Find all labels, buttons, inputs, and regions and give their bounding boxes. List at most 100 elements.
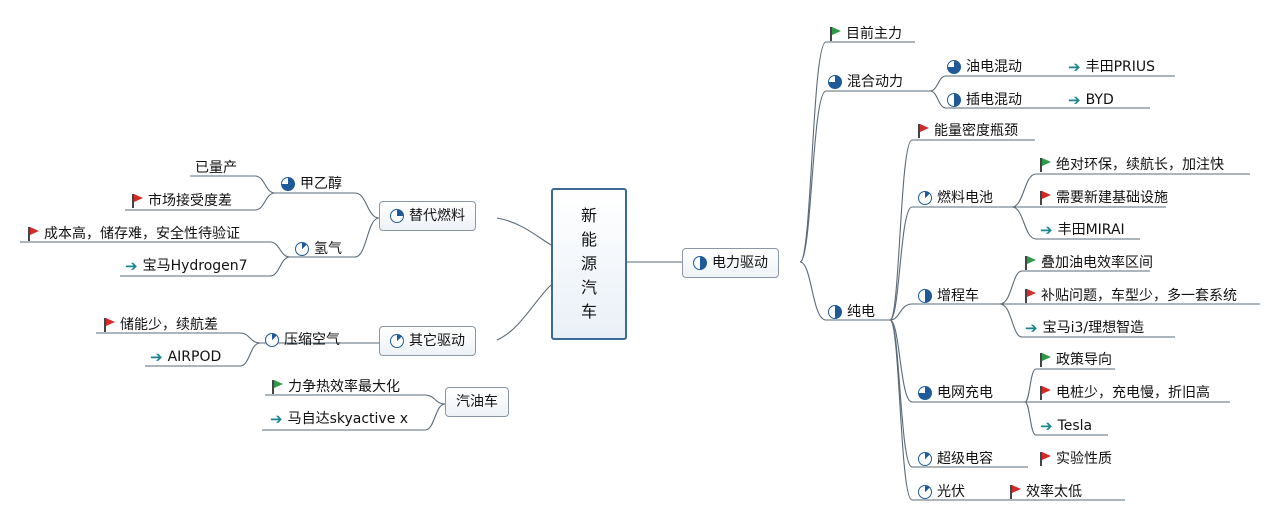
node-market-acceptance[interactable]: 市场接受度差 (132, 192, 232, 210)
root-node-new-energy-vehicle[interactable]: 新 能 源 汽 车 (551, 188, 627, 340)
node-label: 丰田MIRAI (1057, 222, 1125, 238)
node-energy-density[interactable]: 能量密度瓶颈 (918, 122, 1018, 140)
progress-pie-icon (693, 256, 707, 270)
node-methanol[interactable]: 甲乙醇 (281, 175, 342, 193)
connector-line (1024, 368, 1115, 403)
node-low-efficiency[interactable]: 效率太低 (1010, 483, 1082, 501)
root-char: 能 (580, 230, 597, 249)
node-label: 纯电 (847, 304, 875, 320)
node-hydrogen[interactable]: 氢气 (295, 240, 342, 258)
connector-line (145, 342, 261, 367)
connector-line (889, 319, 1025, 403)
connector-line (889, 319, 1125, 501)
node-label: 补贴问题，车型少，多一套系统 (1041, 288, 1237, 304)
node-current-main[interactable]: 目前主力 (830, 25, 902, 43)
node-label: Tesla (1057, 418, 1093, 434)
red-flag-icon (1025, 289, 1036, 303)
node-label: 超级电容 (937, 451, 993, 467)
node-label: 力争热效率最大化 (288, 379, 400, 395)
node-label: 光伏 (937, 484, 965, 500)
red-flag-icon (1040, 452, 1051, 466)
connector-line (275, 192, 380, 219)
red-flag-icon (104, 318, 115, 332)
node-label: 需要新建基础设施 (1056, 190, 1168, 206)
connector-line (799, 41, 915, 263)
node-label: 电桩少，充电慢，折旧高 (1056, 385, 1210, 401)
connector-line (929, 75, 1056, 92)
node-plugin-hybrid[interactable]: 插电混动 (947, 91, 1022, 109)
node-label: 汽油车 (456, 394, 498, 410)
progress-pie-icon (918, 289, 932, 303)
progress-pie-icon (947, 60, 961, 74)
red-flag-icon (1010, 485, 1021, 499)
arrow-right-icon: ➔ (1068, 58, 1081, 76)
node-hydrogen-cons[interactable]: 成本高，储存难，安全性待验证 (28, 225, 240, 243)
connector-line (120, 256, 291, 277)
node-supercapacitor[interactable]: 超级电容 (918, 450, 993, 468)
node-label: 马自达skyactive x (287, 411, 409, 427)
node-compressed-air[interactable]: 压缩空气 (265, 331, 340, 349)
node-range-extender[interactable]: 增程车 (918, 287, 979, 305)
node-label: 成本高，储存难，安全性待验证 (44, 226, 240, 242)
connector-line (999, 303, 1175, 338)
node-label: 政策导向 (1056, 352, 1112, 368)
node-other-drive[interactable]: 其它驱动 (379, 326, 476, 356)
node-byd[interactable]: ➔ BYD (1068, 91, 1114, 109)
node-label: 甲乙醇 (300, 176, 342, 192)
node-label: 氢气 (314, 241, 342, 257)
node-policy[interactable]: 政策导向 (1040, 351, 1112, 369)
node-oil-hybrid[interactable]: 油电混动 (947, 58, 1022, 76)
node-bmw-i3[interactable]: ➔ 宝马i3/理想智造 (1025, 319, 1144, 337)
node-tesla[interactable]: ➔ Tesla (1040, 417, 1092, 435)
node-re-overlay[interactable]: 叠加油电效率区间 (1025, 254, 1153, 272)
node-toyota-prius[interactable]: ➔ 丰田PRIUS (1068, 58, 1155, 76)
node-grid-charging[interactable]: 电网充电 (918, 384, 993, 402)
connector-line (929, 90, 1056, 109)
root-char: 新 (580, 206, 597, 225)
node-re-subsidy[interactable]: 补贴问题，车型少，多一套系统 (1025, 287, 1237, 305)
node-label: BYD (1085, 92, 1114, 108)
node-fc-infrastructure[interactable]: 需要新建基础设施 (1040, 189, 1168, 207)
node-fuel-cell[interactable]: 燃料电池 (918, 189, 993, 207)
green-flag-icon (830, 27, 841, 41)
connector-line (125, 192, 276, 211)
node-alternative-fuel[interactable]: 替代燃料 (379, 201, 476, 231)
node-mass-produced[interactable]: 已量产 (195, 159, 237, 177)
node-mazda-skyactive[interactable]: ➔ 马自达skyactive x (270, 410, 408, 428)
connector-line (96, 332, 261, 344)
connector-line (265, 394, 446, 405)
node-label: 其它驱动 (409, 333, 465, 349)
progress-pie-icon (390, 334, 404, 348)
node-label: AIRPOD (167, 349, 222, 365)
node-gc-cons[interactable]: 电桩少，充电慢，折旧高 (1040, 384, 1210, 402)
node-label: 油电混动 (966, 59, 1022, 75)
node-gasoline-car[interactable]: 汽油车 (445, 387, 509, 417)
connector-line (496, 217, 552, 246)
node-label: 替代燃料 (409, 208, 465, 224)
node-label: 能量密度瓶颈 (934, 123, 1018, 139)
node-toyota-mirai[interactable]: ➔ 丰田MIRAI (1040, 221, 1125, 239)
node-electric-drive[interactable]: 电力驱动 (682, 248, 779, 278)
red-flag-icon (28, 227, 39, 241)
node-hybrid[interactable]: 混合动力 (828, 73, 903, 91)
node-label: 已量产 (195, 160, 237, 176)
arrow-right-icon: ➔ (1040, 221, 1053, 239)
node-pure-electric[interactable]: 纯电 (828, 303, 875, 321)
progress-pie-icon (828, 75, 842, 89)
node-airpod[interactable]: ➔ AIRPOD (150, 348, 221, 366)
node-label: 电力驱动 (712, 255, 768, 271)
node-label: 压缩空气 (284, 332, 340, 348)
connector-line (262, 403, 446, 431)
node-thermal-efficiency[interactable]: 力争热效率最大化 (272, 378, 400, 396)
node-compressed-air-cons[interactable]: 储能少，续航差 (104, 316, 218, 334)
node-solar[interactable]: 光伏 (918, 483, 965, 501)
node-experimental[interactable]: 实验性质 (1040, 450, 1112, 468)
connector-line (799, 261, 890, 321)
progress-pie-icon (281, 177, 295, 191)
node-fc-environmental[interactable]: 绝对环保，续航长，加注快 (1040, 156, 1224, 174)
green-flag-icon (1025, 256, 1036, 270)
green-flag-icon (272, 380, 283, 394)
green-flag-icon (1040, 353, 1051, 367)
node-bmw-hydrogen7[interactable]: ➔ 宝马Hydrogen7 (125, 257, 248, 275)
arrow-right-icon: ➔ (1068, 91, 1081, 109)
